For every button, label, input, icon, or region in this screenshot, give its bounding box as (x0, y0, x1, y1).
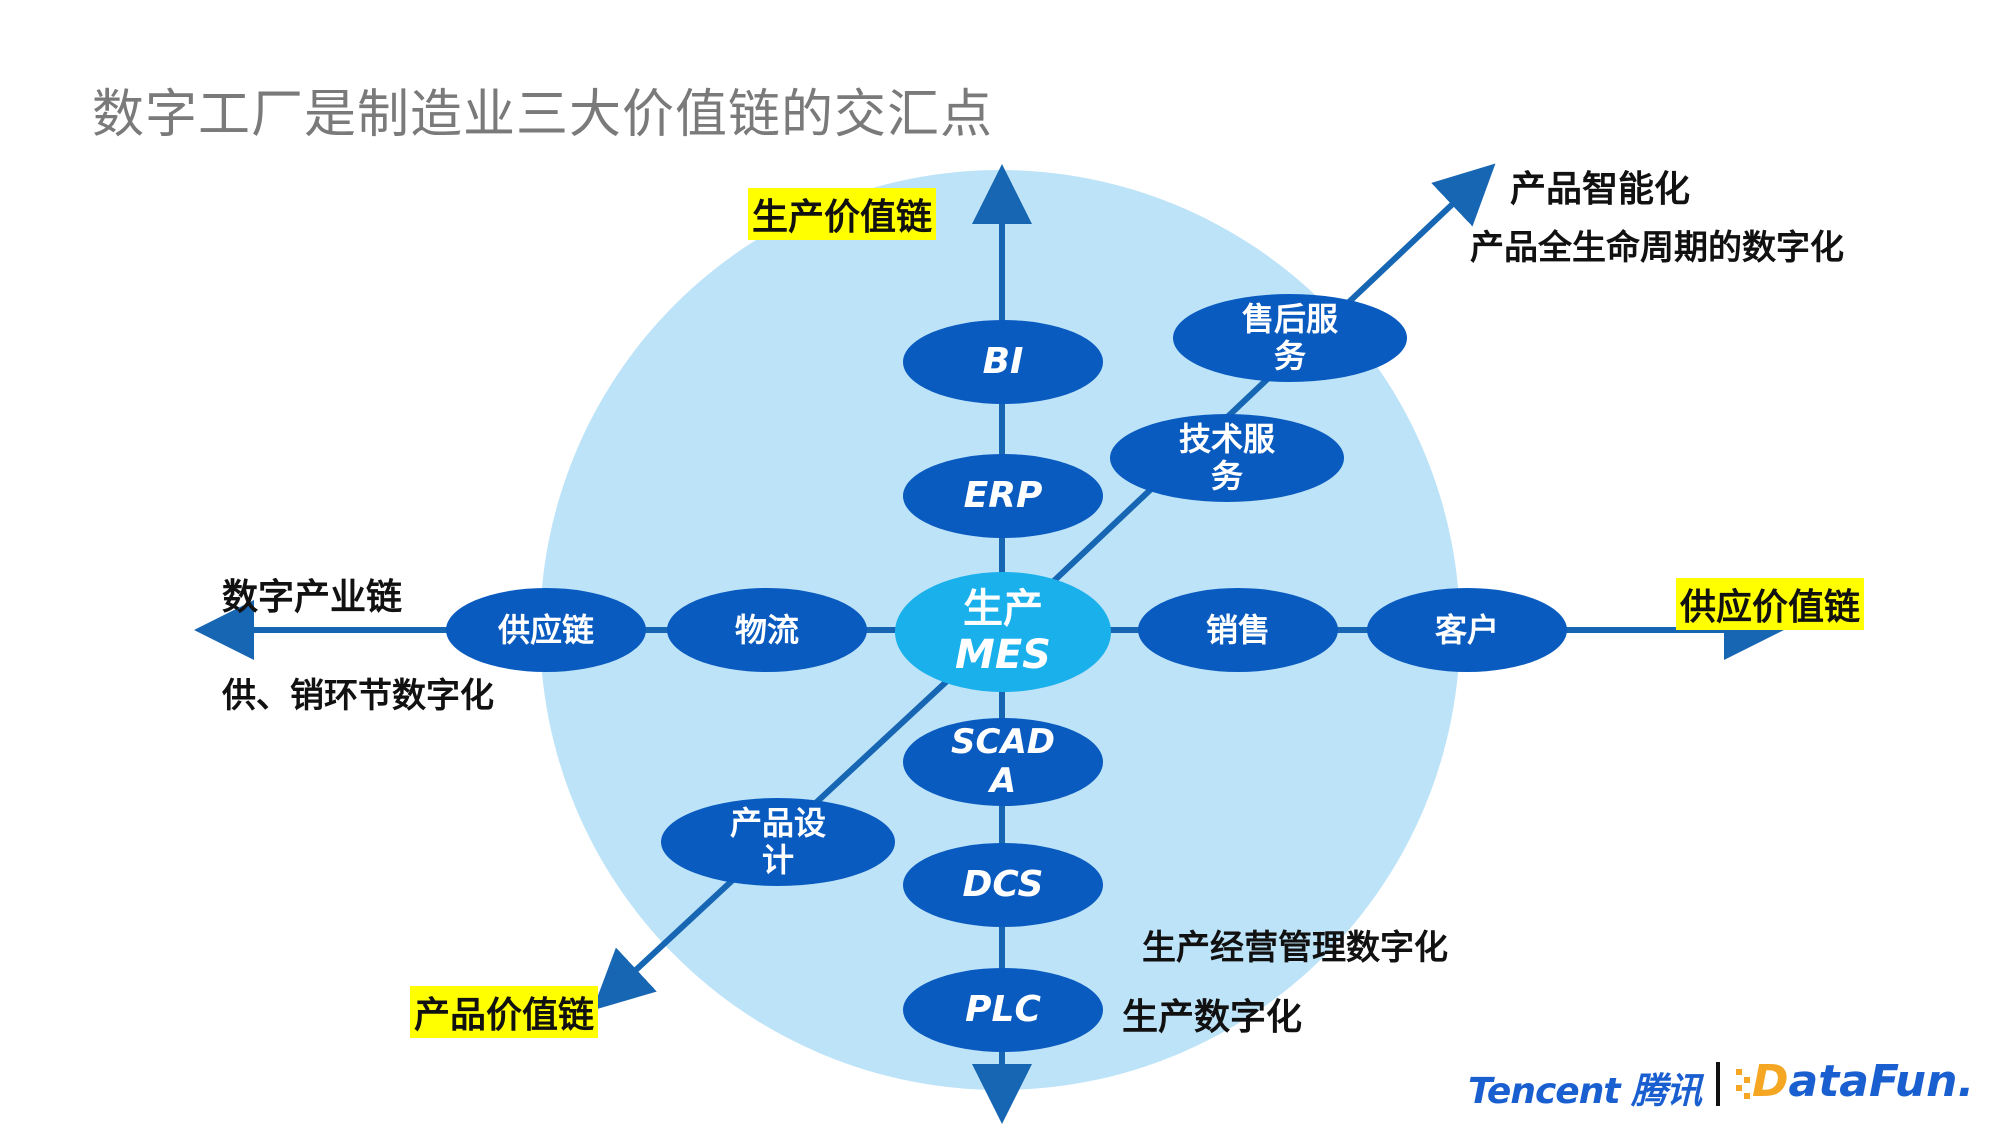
node-customer-label: 客户 (1434, 610, 1499, 649)
node-dcs (903, 843, 1103, 927)
node-after-sales (1173, 294, 1407, 382)
tencent-logo: Tencent 腾讯 (1468, 1071, 1702, 1112)
node-plc (903, 968, 1103, 1052)
node-dcs-label: DCS (962, 864, 1044, 906)
label-supply-sales-digital: 供、销环节数字化 (222, 676, 494, 716)
node-after-sales-line1: 售后服 (1241, 300, 1338, 339)
node-center-mes-label: 生产 MES (895, 572, 1111, 692)
node-after-sales-line2: 务 (1273, 337, 1306, 375)
node-tech-service-line1: 技术服 (1178, 420, 1275, 459)
node-product-design-line1: 产品设 (729, 804, 826, 843)
node-bi-label: BI (982, 341, 1024, 383)
node-supply-chain (446, 588, 646, 672)
node-erp-label: ERP (963, 475, 1043, 517)
diagonal-axis-upright-arrow (999, 163, 1496, 633)
node-scada (903, 718, 1103, 806)
label-product-lifecycle-digital: 产品全生命周期的数字化 (1470, 228, 1844, 268)
node-scada-line1: SCAD (951, 721, 1055, 762)
label-production-mgmt-digital: 生产经营管理数字化 (1142, 928, 1448, 968)
node-logistics-label: 物流 (734, 610, 799, 649)
logo-separator (1716, 1062, 1720, 1106)
label-digital-industry-chain: 数字产业链 (222, 577, 403, 618)
node-tech-service-line2: 务 (1210, 457, 1243, 495)
label-production-digital: 生产数字化 (1122, 997, 1303, 1038)
node-plc-label: PLC (965, 989, 1041, 1031)
node-product-design-label: 产品设 计 (661, 798, 895, 886)
node-scada-label: SCAD A (903, 718, 1103, 806)
node-center-line2: MES (955, 632, 1051, 678)
node-scada-line2: A (989, 761, 1017, 801)
node-sales-label: 销售 (1205, 610, 1270, 649)
node-logistics (667, 588, 867, 672)
datafun-logo-d: D (1752, 1056, 1789, 1107)
datafun-dots-icon (1736, 1069, 1750, 1099)
label-production-value-chain: 生产价值链 (748, 188, 937, 240)
node-center-mes (895, 572, 1111, 692)
node-product-design-line2: 计 (761, 841, 794, 879)
node-sales (1138, 588, 1338, 672)
label-supply-value-chain: 供应价值链 (1676, 578, 1865, 630)
label-product-value-chain: 产品价值链 (410, 986, 599, 1038)
datafun-logo: DataFun. (1752, 1056, 1974, 1107)
label-product-intelligence: 产品智能化 (1510, 169, 1691, 210)
node-after-sales-label: 售后服 务 (1173, 294, 1407, 382)
node-erp (903, 454, 1103, 538)
node-product-design (661, 798, 895, 886)
page-title: 数字工厂是制造业三大价值链的交汇点 (92, 85, 994, 145)
node-center-line1: 生产 (963, 586, 1043, 632)
node-customer (1367, 588, 1567, 672)
node-bi (903, 320, 1103, 404)
datafun-logo-rest: ataFun. (1788, 1056, 1975, 1107)
node-supply-chain-label: 供应链 (497, 610, 594, 649)
node-tech-service (1110, 414, 1344, 502)
node-tech-service-label: 技术服 务 (1110, 414, 1344, 502)
